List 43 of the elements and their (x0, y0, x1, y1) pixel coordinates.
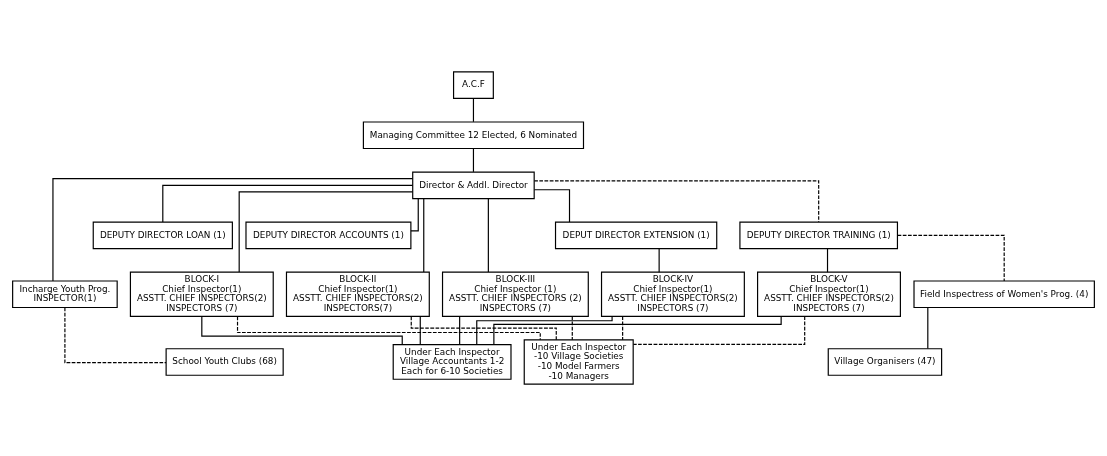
connector (476, 315, 613, 346)
node-box: DEPUT DIRECTOR EXTENSION (1) (554, 221, 718, 250)
node-box: Incharge Youth Prog. INSPECTOR(1) (12, 280, 118, 309)
node-box: Field Inspectress of Women's Prog. (4) (913, 280, 1095, 309)
node-box: Village Organisers (47) (827, 348, 943, 376)
connector (622, 315, 624, 341)
node-box: A.C.F (453, 71, 494, 100)
connector (533, 189, 571, 223)
connector (533, 180, 820, 223)
connector (472, 98, 475, 123)
connector (826, 248, 829, 273)
connector (897, 234, 1005, 282)
connector (571, 315, 573, 341)
connector (459, 315, 461, 346)
node-box: School Youth Clubs (68) (165, 348, 284, 376)
connector (927, 307, 929, 350)
connector (632, 315, 806, 345)
node-box: BLOCK-III Chief Inspector (1) ASSTT. CHIEF INSPECTORS (2) INSPECTORS (7) (441, 271, 589, 317)
connector (472, 148, 475, 173)
connector (658, 248, 660, 273)
node-box: BLOCK-I Chief Inspector(1) ASSTT. CHIEF INSPECTORS(2) INSPECTORS (7) (129, 271, 274, 317)
connector (493, 315, 782, 346)
connector (238, 191, 414, 273)
connector (201, 315, 403, 346)
node-box: DEPUTY DIRECTOR ACCOUNTS (1) (245, 221, 412, 250)
node-box: BLOCK-V Chief Inspector(1) ASSTT. CHIEF INSPECTORS(2) INSPECTORS (7) (757, 271, 901, 317)
connector (236, 315, 541, 341)
connector (419, 315, 421, 346)
connector (52, 178, 414, 282)
node-box: DEPUTY DIRECTOR TRAINING (1) (739, 221, 899, 250)
node-box: BLOCK-IV Chief Inspector(1) ASSTT. CHIEF INSPECTORS(2) INSPECTORS (7) (600, 271, 745, 317)
node-box: Managing Committee 12 Elected, 6 Nominated (362, 121, 585, 150)
connector (410, 315, 557, 341)
node-box: BLOCK-II Chief Inspector(1) ASSTT. CHIEF INSPECTORS(2) INSPECTORS(7) (285, 271, 430, 317)
connector (423, 198, 425, 273)
node-box: Director & Addl. Director (412, 171, 535, 200)
connector (487, 198, 489, 273)
connector (64, 307, 167, 364)
connector (162, 184, 414, 223)
node-box: Under Each Inspector -10 Village Societies -10 Model Farmers -10 Managers (523, 339, 634, 385)
node-box: DEPUTY DIRECTOR LOAN (1) (92, 221, 233, 250)
connector (410, 198, 419, 232)
node-box: Under Each Inspector Village Accountants 1-2 Each for 6-10 Societies (392, 344, 512, 380)
